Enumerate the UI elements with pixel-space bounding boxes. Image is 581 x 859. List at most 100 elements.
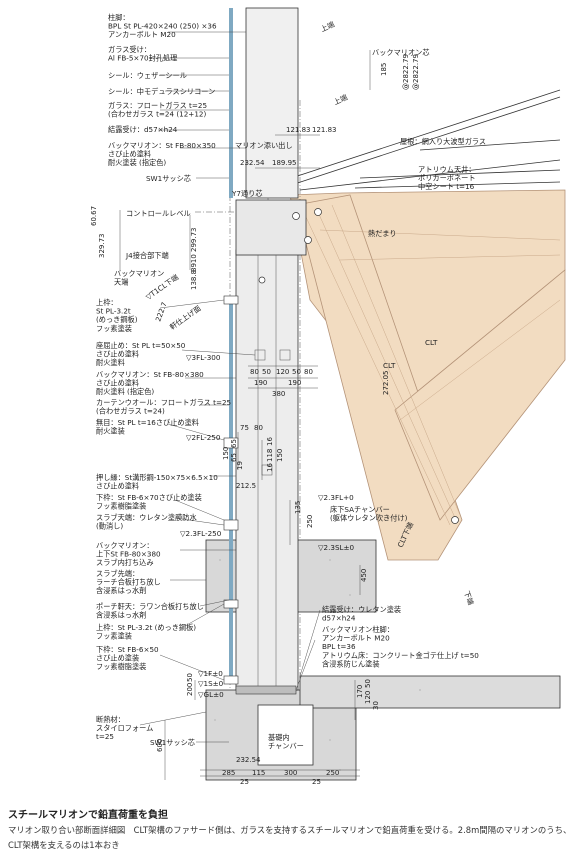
dim-2822-b: @2822.79: [412, 54, 420, 90]
dim-25-b: 25: [312, 778, 321, 786]
label-transom: 無目：St PL t=16さび止め塗料耐火塗装: [96, 418, 199, 436]
level-gl-0: ▽GL±0: [198, 690, 224, 699]
dim-380: 380: [272, 390, 285, 398]
dim-222: 222.7: [154, 301, 168, 323]
clt-grain: [304, 204, 561, 526]
dim-250-b: 250: [326, 769, 339, 777]
dim-16-a: 16: [266, 437, 274, 446]
dim-232-bottom: 232.54: [236, 756, 261, 764]
label-foundation-chamber: 基礎内チャンバー: [268, 733, 304, 751]
dim-232-top: 232.54: [240, 159, 265, 167]
label-slab-top: スラブ天端：ウレタン塗膜防水(動消し): [96, 513, 197, 531]
dim-190-a: 190: [254, 379, 267, 387]
label-glass: ガラス：フロートガラス t=25(合わせガラス t=24 (12+12): [108, 101, 207, 119]
roof-glass: [269, 89, 561, 193]
caption-title: スチールマリオンで鉛直荷重を負担: [8, 810, 168, 821]
label-sash-center-1: SW1サッシ芯: [146, 174, 191, 183]
leader-lines: [139, 31, 321, 743]
label-silicone-seal: シール：中モデュラスシリコーン: [108, 87, 215, 96]
dim-2822-a: @2822.79: [402, 54, 410, 90]
level-1f-0: ▽1F±0: [198, 669, 223, 678]
dim-450: 450: [360, 569, 368, 582]
label-lower-frame-1: 下枠：St FB-6×70さび止め塗装フッ素樹脂塗装: [96, 493, 202, 511]
dim-25-a: 25: [240, 778, 249, 786]
floor-slab: [299, 675, 561, 709]
bolts: [258, 208, 459, 524]
label-clt-1: CLT: [425, 338, 438, 347]
dim-600: 600: [156, 739, 164, 752]
label-weather-seal: シール：ウェザーシール: [108, 71, 187, 80]
mullion-cap: [235, 199, 307, 256]
level-3fl-300: ▽3FL-300: [186, 353, 221, 362]
level-2-3sl-0: ▽2.3SL±0: [318, 543, 355, 552]
dim-16-b: 16: [266, 463, 274, 472]
dim-185: 185: [380, 63, 388, 76]
label-condensation-tray: 結露受け：d57×h24: [108, 125, 178, 134]
dim-50-a: 50: [262, 368, 271, 376]
curtain-wall-glass: [229, 300, 233, 680]
dim-272: 272.05: [382, 371, 390, 396]
dim-80-b: 80: [304, 368, 313, 376]
dim-60: 60.67: [90, 206, 98, 226]
level-2fl-250: ▽2FL-250: [186, 433, 221, 442]
dim-189: 189.95: [272, 159, 297, 167]
label-sash-center-2: SW1サッシ芯: [150, 738, 195, 747]
dim-212: 212.5: [236, 482, 256, 490]
dim-200: 200: [186, 683, 194, 696]
label-bottom-end: 下端: [462, 590, 475, 607]
dim-50-c: 50: [186, 673, 194, 682]
dim-250-a: 250: [306, 515, 314, 528]
dim-150-b: 150: [276, 449, 284, 462]
level-2-3fl-250: ▽2.3FL-250: [180, 529, 222, 538]
dim-299: 299.73: [190, 228, 198, 253]
base-plate: [235, 685, 297, 695]
label-mullion-top: バックマリオン天端: [114, 269, 164, 287]
dim-65-a: 65: [230, 439, 238, 448]
dim-329: 329.73: [98, 234, 106, 259]
steel-back-mullion: [235, 249, 299, 691]
dim-80-c: 80: [254, 424, 263, 432]
dim-138: 138.8: [190, 270, 198, 290]
dim-300: 300: [284, 769, 297, 777]
dim-19: 19: [236, 461, 244, 470]
dim-120-b: 120: [364, 691, 372, 704]
label-curtain-wall: カーテンウオール：フロートガラス t=25(合わせガラス t=24): [96, 398, 231, 416]
curtain-wall-glass-upper: [229, 8, 233, 198]
clt-lower-beam: [394, 269, 566, 521]
dim-50-d: 50: [364, 679, 372, 688]
dim-80-a: 80: [250, 368, 259, 376]
label-clt-2: CLT: [383, 361, 396, 370]
label-underfloor-chamber: 床下SAチャンバー(躯体ウレタン吹き付け): [330, 505, 408, 523]
dim-190-b: 190: [288, 379, 301, 387]
label-top-end-1: 上端: [319, 20, 336, 34]
label-heat-pocket: 熱だまり: [368, 229, 397, 238]
dim-150-a: 150: [222, 447, 230, 460]
label-atrium-ceiling: アトリウム天井：ポリカーボネート中空シート t=16: [418, 165, 476, 191]
label-porch-soffit: ポーチ軒天：ラワン合板打ち放し含浸系はっ水剤: [96, 602, 204, 620]
dim-8910: 8910: [190, 254, 198, 272]
level-2-3fl-0: ▽2.3FL+0: [318, 493, 354, 502]
label-top-end-2: 上端: [332, 93, 349, 107]
dim-285: 285: [222, 769, 235, 777]
mullion-detail: [254, 255, 291, 686]
dim-170: 170: [356, 685, 364, 698]
label-slab-edge: スラブ先端：ラーチ合板打ち放し含浸系はっ水剤: [96, 569, 161, 595]
mullion-upper: [245, 7, 299, 199]
caption-body: マリオン取り合い部断面詳細図 CLT架構のファサード側は、ガラスを支持するスチー…: [8, 825, 572, 850]
label-control-level: コントロールレベル: [126, 209, 191, 218]
dim-120: 120: [276, 368, 289, 376]
dim-65-b: 65: [230, 453, 238, 462]
dim-121-a: 121.83: [286, 126, 311, 134]
right-labels: 上端 バックマリオン芯 マリオン添い出し 屋根：網入り大波型ガラス アトリウム天…: [231, 20, 486, 751]
dim-75: 75: [240, 424, 249, 432]
level-1s-0: ▽1S±0: [198, 679, 224, 688]
foundation-chamber: [257, 704, 314, 766]
